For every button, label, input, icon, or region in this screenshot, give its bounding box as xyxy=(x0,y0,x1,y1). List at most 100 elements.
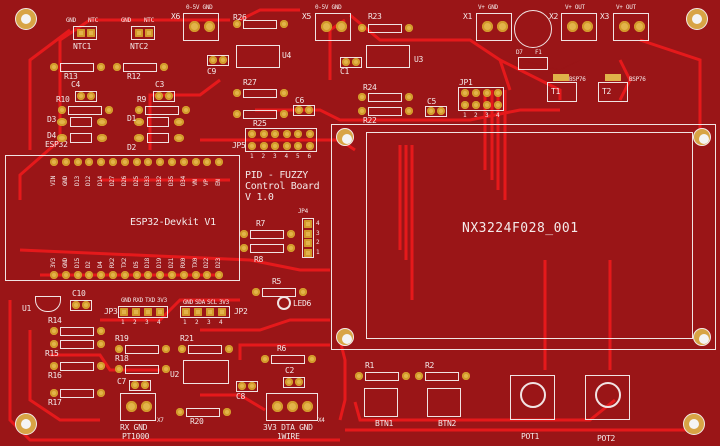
t2-package xyxy=(598,82,628,102)
capacitor-c1 xyxy=(340,57,362,68)
esp32-bottom-pin-label: D15 xyxy=(73,258,81,268)
resistor-ref: R12 xyxy=(127,72,141,81)
x5-terminal xyxy=(315,13,351,41)
pot1-ref: POT1 xyxy=(521,432,540,441)
board-subtitle: Control Board xyxy=(245,181,320,192)
display-mount-hole xyxy=(336,328,354,346)
resistor-pad xyxy=(240,230,248,238)
resistor-r23 xyxy=(368,24,402,33)
esp32-top-pin-label: D34 xyxy=(179,176,187,186)
esp32-pin-pad xyxy=(85,271,94,279)
capacitor-pad xyxy=(305,106,313,114)
resistor-r9 xyxy=(145,106,179,115)
jp3-ref: JP3 xyxy=(104,307,118,316)
jp5-pad xyxy=(305,142,314,150)
resistor-pad xyxy=(462,372,470,380)
resistor-ref: R17 xyxy=(48,398,62,407)
resistor-pad xyxy=(225,345,233,353)
jp4-pin-number: 4 xyxy=(316,220,320,227)
esp32-bottom-pin-label: RX0 xyxy=(179,258,187,268)
capacitor-pad xyxy=(141,381,149,389)
resistor-pad xyxy=(58,106,66,114)
resistor-ref: R27 xyxy=(243,78,257,87)
u3-ref: U3 xyxy=(414,55,424,64)
resistor-ref: R20 xyxy=(190,417,204,426)
jp5-pad xyxy=(259,142,268,150)
resistor-ref: R6 xyxy=(277,344,287,353)
jp5-pad xyxy=(282,142,291,150)
pot2-ref: POT2 xyxy=(597,434,616,443)
capacitor-ref: C3 xyxy=(155,80,165,89)
jp5-pad xyxy=(271,142,279,150)
resistor-r26 xyxy=(243,20,277,29)
resistor-r18 xyxy=(125,365,159,374)
esp32-bottom-pin-label: D23 xyxy=(215,258,223,268)
jp1-pin-number: 3 xyxy=(485,112,489,119)
jp5-ref: JP5 xyxy=(232,141,246,150)
board-version: V 1.0 xyxy=(245,192,274,203)
capacitor-pad xyxy=(295,378,303,386)
esp32-pin-pad xyxy=(168,158,176,166)
resistor-pad xyxy=(280,89,288,97)
mounting-hole xyxy=(683,413,705,435)
resistor-pad xyxy=(415,372,423,380)
x1-ref: X1 xyxy=(463,12,473,21)
capacitor-pad xyxy=(131,381,139,389)
x2-pins: V+ OUT xyxy=(565,4,585,11)
jp5-pin-number: 3 xyxy=(273,153,277,160)
jp5-pad xyxy=(294,142,302,150)
esp32-pin-pad xyxy=(85,158,94,166)
jp5-pin-number: 6 xyxy=(307,153,312,160)
resistor-r13 xyxy=(60,63,94,72)
x4-ref: X4 xyxy=(318,417,325,424)
jp5-pad xyxy=(248,142,256,150)
display-inner-outline xyxy=(366,132,693,339)
resistor-pad xyxy=(405,24,413,32)
resistor-pad xyxy=(50,327,58,335)
resistor-pad xyxy=(50,340,58,348)
esp32-pin-pad xyxy=(120,271,129,279)
jp1-pad xyxy=(494,89,502,97)
x2-terminal xyxy=(561,13,597,41)
resistor-ref: R10 xyxy=(56,95,70,104)
resistor-ref: R21 xyxy=(180,334,194,343)
jp1-ref: JP1 xyxy=(459,78,473,87)
capacitor-pad xyxy=(82,301,90,309)
capacitor-ref: C4 xyxy=(71,80,81,89)
resistor-ref: R13 xyxy=(64,72,78,81)
capacitor-ref: C5 xyxy=(427,97,437,106)
display-label: NX3224F028_001 xyxy=(462,221,579,236)
t1-tab xyxy=(553,74,569,81)
diode-ref: D1 xyxy=(127,114,137,123)
jp5-pad xyxy=(248,130,256,138)
x7-name: PT1000 xyxy=(122,432,150,441)
esp32-pin-pad xyxy=(97,271,106,279)
display-outline xyxy=(331,124,716,350)
d7-diode xyxy=(518,57,548,70)
esp32-pin-pad xyxy=(61,158,70,166)
capacitor-pad xyxy=(209,56,217,64)
resistor-pad xyxy=(182,106,190,114)
jp3-pin-number: 1 xyxy=(121,319,125,326)
jp1-pad xyxy=(461,101,469,109)
pot1-potentiometer[interactable] xyxy=(510,375,555,420)
esp32-top-pin-label: VP xyxy=(203,179,211,186)
esp32-pin-pad xyxy=(50,158,58,166)
btn2-button[interactable] xyxy=(427,388,461,417)
resistor-pad xyxy=(287,244,295,252)
u3-ic xyxy=(366,45,410,68)
capacitor-pad xyxy=(87,92,95,100)
resistor-pad xyxy=(233,20,241,28)
esp32-pin-pad xyxy=(156,271,165,279)
btn1-button[interactable] xyxy=(364,388,398,417)
pot2-potentiometer[interactable] xyxy=(585,375,630,420)
jp3-pin-label: 3V3 xyxy=(157,297,167,304)
esp32-pin-pad xyxy=(156,158,165,166)
esp32-bottom-pin-label: GND xyxy=(61,258,69,268)
resistor-pad xyxy=(162,345,170,353)
jp5-pin-number: 2 xyxy=(261,153,266,160)
resistor-r27 xyxy=(243,89,277,98)
resistor-pad xyxy=(50,389,58,397)
esp32-pin-pad xyxy=(179,158,188,166)
